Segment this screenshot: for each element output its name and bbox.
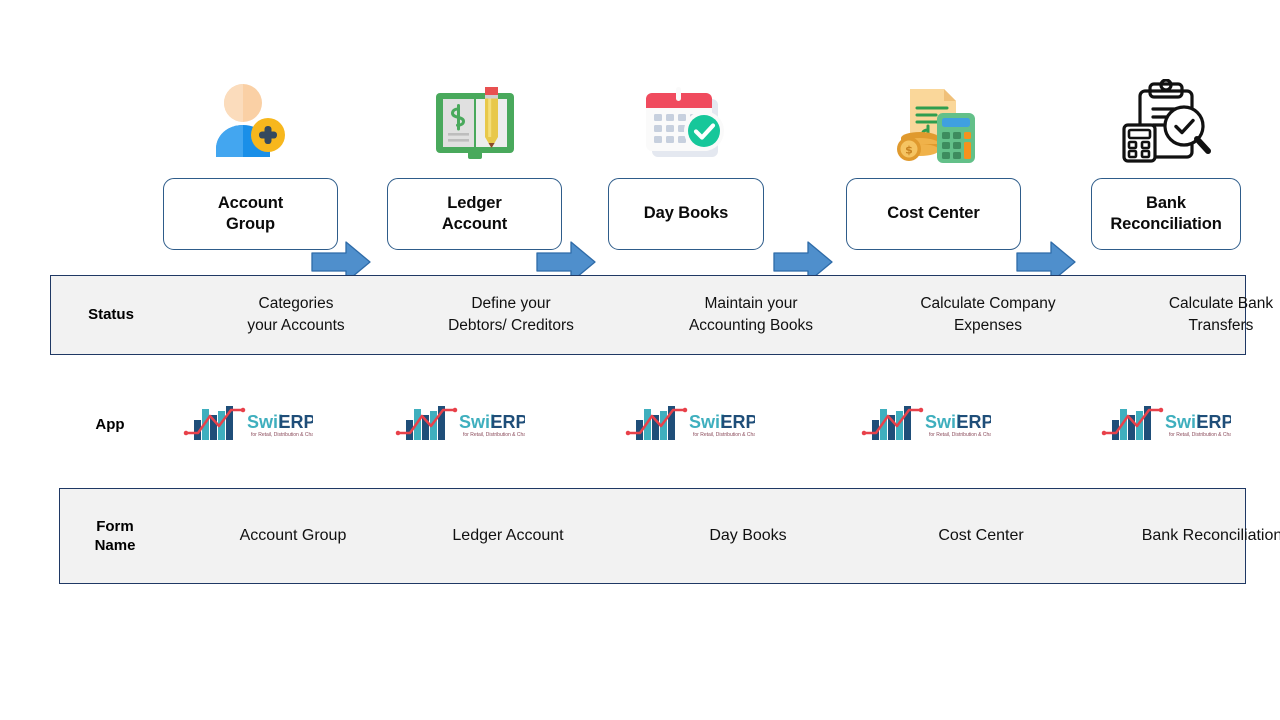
app-logo-account-group[interactable]: Swil ERP for Retail, Distribution & Chai… [180,388,315,460]
form-cell-day-books: Day Books [709,527,787,545]
status-cell-bank-reconciliation: Calculate Bank Transfers [1106,276,1280,354]
clipboard-magnifier-calculator-icon [1091,60,1241,165]
form-cell-cost-center: Cost Center [938,527,1024,545]
app-logo-day-books[interactable]: Swil ERP for Retail, Distribution & Chai… [622,388,757,460]
arrow-4-icon [1015,240,1077,284]
status-line1: Categories [258,295,334,312]
svg-text:Swil: Swil [459,412,495,432]
swilerp-logo: Swil ERP for Retail, Distribution & Chai… [1101,406,1231,440]
app-row-label: App [95,415,125,433]
svg-text:$: $ [905,144,913,157]
status-line1: Maintain your [704,295,798,312]
flow-box-ledger-account[interactable]: Ledger Account [387,178,562,250]
status-line2: Expenses [953,317,1023,334]
form-name-band: Form Name Account Group Ledger Account D… [59,488,1280,584]
arrow-3-icon [772,240,834,284]
form-cell-account-group: Account Group [239,527,347,545]
swilerp-logo: Swil ERP for Retail, Distribution & Chai… [183,406,313,440]
flow-step-day-books[interactable]: Day Books [608,60,764,250]
svg-text:ERP: ERP [278,412,313,432]
svg-text:Swil: Swil [247,412,283,432]
status-line1: Calculate Company [920,295,1056,312]
status-line2: Accounting Books [688,317,814,334]
status-band: Status Categories your Accounts Define y… [50,275,1273,355]
arrow-1-icon [310,240,372,284]
flow-step-account-group[interactable]: Account Group [163,60,338,250]
app-logo-bank-reconciliation[interactable]: Swil ERP for Retail, Distribution & Chai… [1098,388,1233,460]
arrow-2-icon [535,240,597,284]
status-line2: Transfers [1188,317,1254,334]
user-add-icon [163,60,338,165]
svg-text:for Retail, Distribution & Cha: for Retail, Distribution & Chains [463,432,525,438]
app-logo-cost-center[interactable]: Swil ERP for Retail, Distribution & Chai… [858,388,993,460]
status-line2: your Accounts [247,317,345,334]
status-cell-day-books: Maintain your Accounting Books [636,276,866,354]
flow-box-label-line1: Ledger [447,193,502,212]
svg-text:ERP: ERP [1196,412,1231,432]
status-row-label: Status [88,306,134,324]
flow-box-label-line1: Bank [1146,193,1186,212]
flow-box-label-line1: Account [217,193,284,212]
form-cell-bank-reconciliation: Bank Reconciliation [1141,527,1280,545]
flow-box-label-line2: Reconciliation [1110,215,1222,233]
flow-box-label-line2: Group [226,215,275,233]
swilerp-logo: Swil ERP for Retail, Distribution & Chai… [625,406,755,440]
process-flow-row: Account Group [0,60,1280,283]
svg-text:for Retail, Distribution & Cha: for Retail, Distribution & Chains [929,432,991,438]
flow-box-label-line2: Account [441,215,508,233]
flow-box-label-line1: Cost Center [887,204,980,223]
status-line1: Define your [471,295,551,312]
flow-step-cost-center[interactable]: $ Cost Center [846,60,1021,250]
status-cell-ledger-account: Define your Debtors/ Creditors [396,276,626,354]
ledger-book-icon [387,60,562,165]
flow-box-day-books[interactable]: Day Books [608,178,764,250]
svg-text:Swil: Swil [925,412,961,432]
swilerp-logo: Swil ERP for Retail, Distribution & Chai… [395,406,525,440]
form-row-label: Form Name [94,517,136,555]
status-cell-account-group: Categories your Accounts [181,276,411,354]
svg-text:ERP: ERP [720,412,755,432]
flow-box-cost-center[interactable]: Cost Center [846,178,1021,250]
invoice-calculator-coins-icon: $ [846,60,1021,165]
status-line1: Calculate Bank [1168,295,1274,312]
flow-box-account-group[interactable]: Account Group [163,178,338,250]
form-cell-ledger-account: Ledger Account [452,527,564,545]
svg-text:for Retail, Distribution & Cha: for Retail, Distribution & Chains [693,432,755,438]
calendar-check-icon [608,60,764,165]
swilerp-logo: Swil ERP for Retail, Distribution & Chai… [861,406,991,440]
flow-box-bank-reconciliation[interactable]: Bank Reconciliation [1091,178,1241,250]
app-row: App Swil ERP for Retail, Distribution & … [0,388,1280,460]
flow-step-bank-reconciliation[interactable]: Bank Reconciliation [1091,60,1241,250]
svg-text:Swil: Swil [1165,412,1201,432]
svg-text:for Retail, Distribution & Cha: for Retail, Distribution & Chains [1169,432,1231,438]
status-line2: Debtors/ Creditors [448,317,574,334]
svg-text:ERP: ERP [956,412,991,432]
svg-text:ERP: ERP [490,412,525,432]
flow-step-ledger-account[interactable]: Ledger Account [387,60,562,250]
svg-text:Swil: Swil [689,412,725,432]
flow-box-label-line1: Day Books [643,204,729,223]
svg-text:for Retail, Distribution & Cha: for Retail, Distribution & Chains [251,432,313,438]
app-logo-ledger-account[interactable]: Swil ERP for Retail, Distribution & Chai… [392,388,527,460]
status-cell-cost-center: Calculate Company Expenses [873,276,1103,354]
